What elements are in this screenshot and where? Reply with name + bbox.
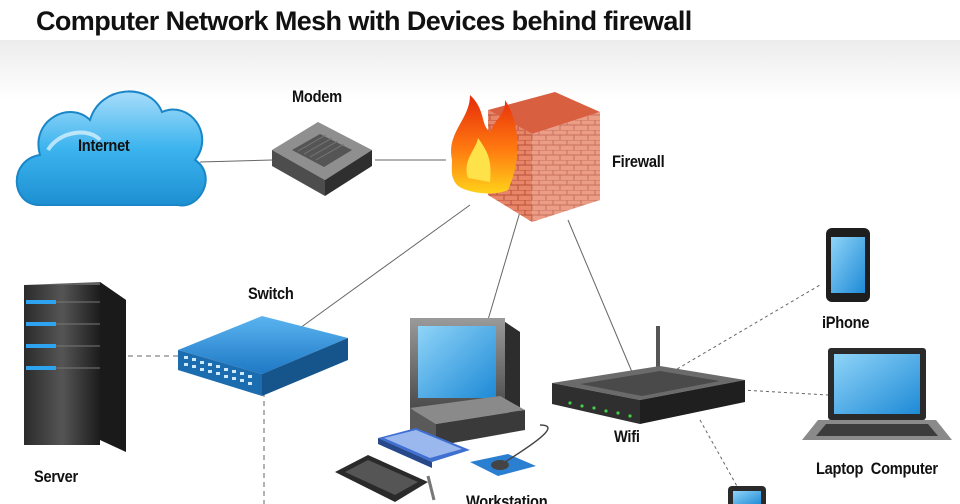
link-firewall-workstation [484, 204, 523, 331]
iphone-label: iPhone [822, 313, 870, 332]
link-wifi-phone [699, 419, 739, 489]
laptop-icon [802, 348, 952, 440]
workstation-label: Workstation [466, 492, 548, 504]
link-wifi-laptop [741, 389, 829, 396]
link-firewall-wifi [567, 219, 633, 373]
firewall-icon [451, 92, 600, 222]
internet-label: Internet [78, 136, 130, 155]
workstation-icon [335, 318, 549, 502]
link-internet-modem [199, 159, 273, 163]
cloud-icon [15, 90, 207, 207]
switch-label: Switch [248, 284, 294, 303]
laptop-label: Laptop Computer [816, 459, 938, 478]
wifi-label: Wifi [614, 427, 640, 446]
wifi-router-icon [552, 326, 745, 424]
phone-icon [826, 228, 870, 302]
firewall-label: Firewall [612, 152, 665, 171]
mobile-phone-icon [728, 486, 766, 504]
server-icon [24, 282, 126, 452]
modem-label: Modem [292, 87, 342, 106]
link-wifi-iphone [671, 284, 821, 373]
server-label: Server [34, 467, 78, 486]
modem-icon [272, 122, 372, 196]
connection-lines [128, 159, 829, 504]
switch-icon [178, 316, 348, 396]
page-title: Computer Network Mesh with Devices behin… [36, 6, 692, 36]
link-firewall-switch [299, 204, 471, 329]
